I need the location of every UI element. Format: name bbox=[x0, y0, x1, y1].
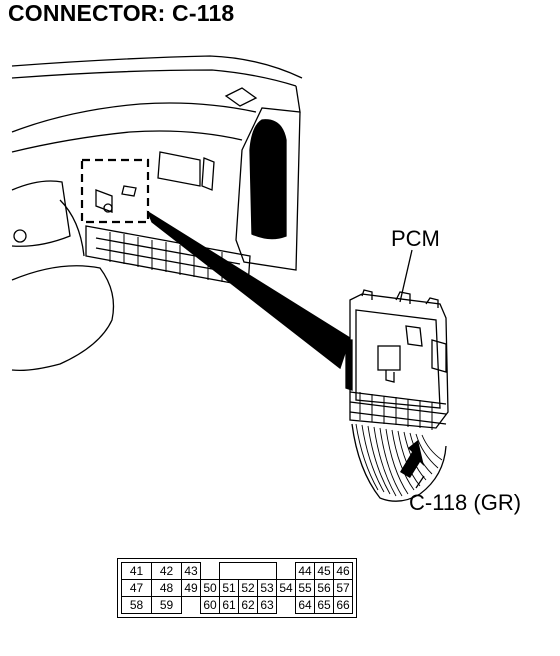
leader-wedge bbox=[146, 210, 351, 370]
pin-56: 56 bbox=[314, 579, 334, 597]
pin-63: 63 bbox=[257, 596, 277, 614]
pin-gap bbox=[201, 563, 220, 580]
pin-gap bbox=[257, 562, 277, 580]
pin-42: 42 bbox=[151, 562, 182, 580]
pcm-unit bbox=[345, 289, 449, 502]
pin-gap bbox=[277, 597, 296, 614]
page-title: CONNECTOR: C-118 bbox=[8, 0, 235, 26]
pin-57: 57 bbox=[333, 579, 353, 597]
connector-label: C-118 (GR) bbox=[409, 490, 522, 515]
pin-52: 52 bbox=[238, 579, 258, 597]
pin-gap bbox=[277, 563, 296, 580]
pin-58: 58 bbox=[121, 596, 152, 614]
pcm-label: PCM bbox=[391, 226, 440, 251]
pin-62: 62 bbox=[238, 596, 258, 614]
pin-49: 49 bbox=[181, 579, 201, 597]
bracket bbox=[157, 151, 201, 187]
lower-dash-curve bbox=[11, 265, 115, 372]
pin-59: 59 bbox=[151, 596, 182, 614]
pin-65: 65 bbox=[314, 596, 334, 614]
pin-48: 48 bbox=[151, 579, 182, 597]
steering-column bbox=[11, 180, 71, 247]
pin-gap bbox=[219, 562, 239, 580]
pin-53: 53 bbox=[257, 579, 277, 597]
connector-pinout: 41 42 43 44 45 46 47 48 49 50 51 52 53 5… bbox=[117, 558, 357, 618]
pin-50: 50 bbox=[200, 579, 220, 597]
pin-64: 64 bbox=[295, 596, 315, 614]
pcm-location-dashed-box bbox=[80, 158, 150, 224]
pin-43: 43 bbox=[181, 562, 201, 580]
pin-gap bbox=[238, 562, 258, 580]
pin-gap bbox=[182, 597, 201, 614]
pin-66: 66 bbox=[333, 596, 353, 614]
pin-45: 45 bbox=[314, 562, 334, 580]
pcm-leader-line bbox=[399, 249, 413, 303]
pin-46: 46 bbox=[333, 562, 353, 580]
pin-55: 55 bbox=[295, 579, 315, 597]
pin-41: 41 bbox=[121, 562, 152, 580]
vent-slot bbox=[224, 87, 258, 107]
dash-side-panel bbox=[235, 85, 301, 271]
pin-61: 61 bbox=[219, 596, 239, 614]
pin-51: 51 bbox=[219, 579, 239, 597]
pin-47: 47 bbox=[121, 579, 152, 597]
dashboard-top-edge bbox=[11, 55, 303, 79]
connector-arrow bbox=[400, 440, 424, 478]
pin-44: 44 bbox=[295, 562, 315, 580]
pin-54: 54 bbox=[276, 579, 296, 597]
pin-60: 60 bbox=[200, 596, 220, 614]
